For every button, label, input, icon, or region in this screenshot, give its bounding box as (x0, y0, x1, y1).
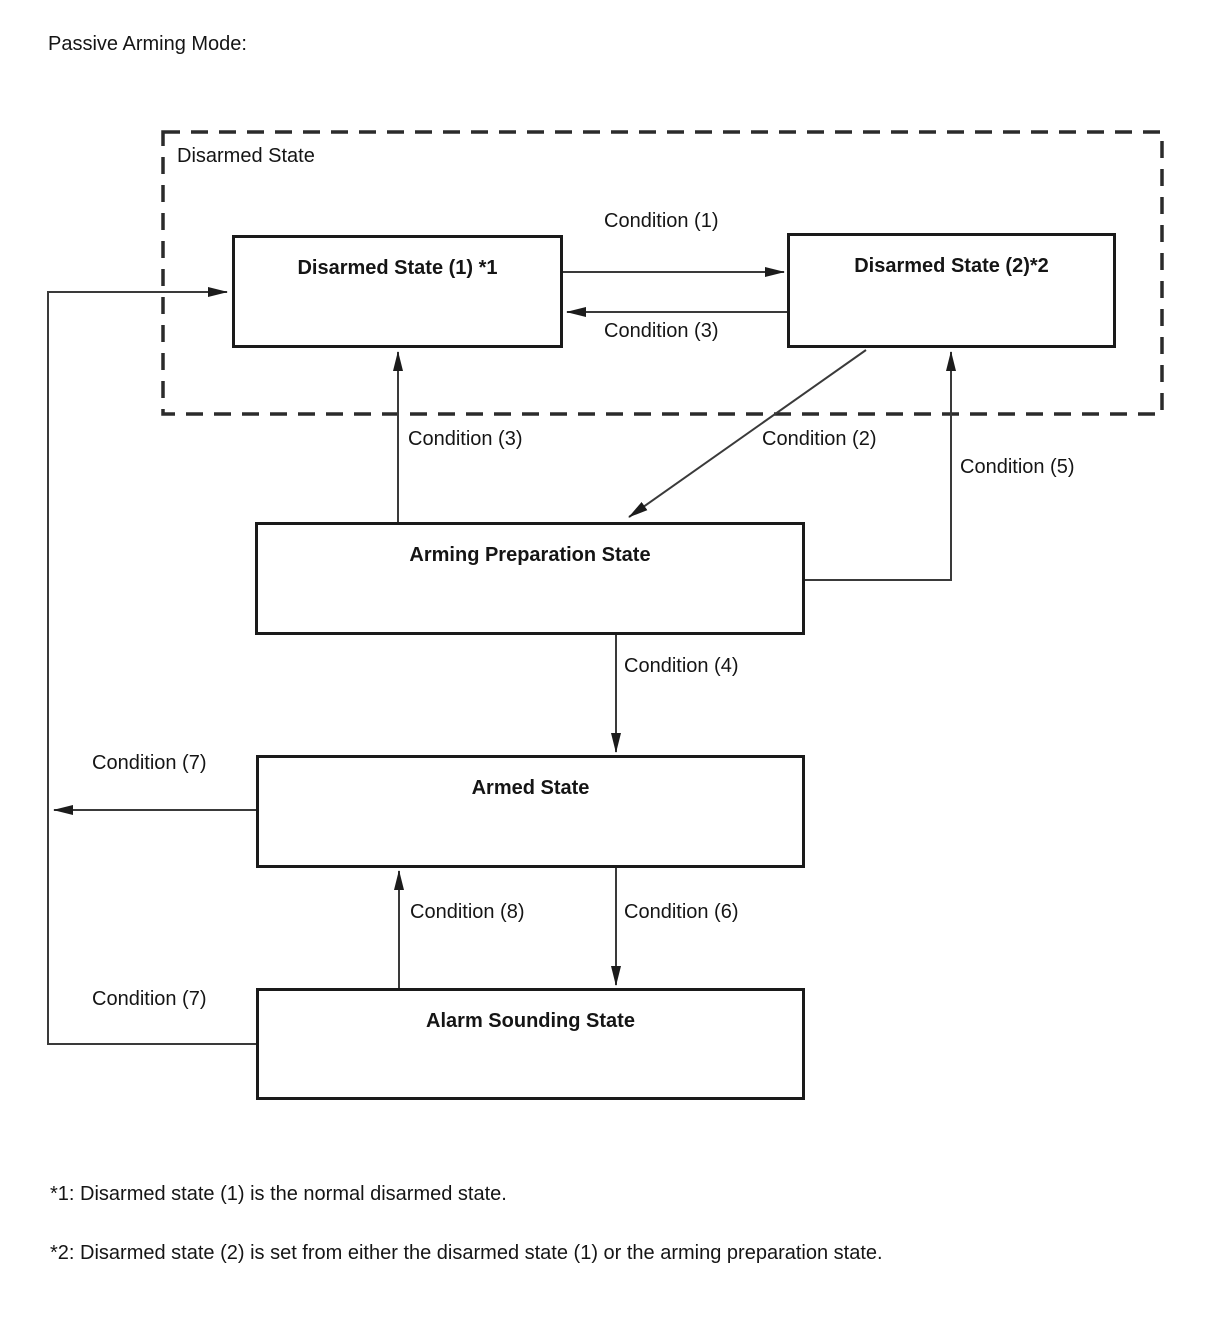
page-title: Passive Arming Mode: (48, 33, 247, 55)
edge-label-condition-7-alarm: Condition (7) (92, 988, 207, 1010)
node-label: Armed State (471, 777, 590, 799)
node-label: Alarm Sounding State (426, 1010, 635, 1032)
edge-label-condition-3-return: Condition (3) (604, 320, 719, 342)
edge-label-condition-3-up: Condition (3) (408, 428, 523, 450)
edge-label-condition-7-armed: Condition (7) (92, 752, 207, 774)
edge-label-condition-2: Condition (2) (762, 428, 877, 450)
node-label: Disarmed State (2)*2 (854, 255, 1049, 277)
edge-label-condition-8: Condition (8) (410, 901, 525, 923)
edge-label-condition-5: Condition (5) (960, 456, 1075, 478)
node-label: Disarmed State (1) *1 (297, 257, 498, 279)
node-armed-state: Armed State (256, 755, 805, 868)
edge-label-condition-1: Condition (1) (604, 210, 719, 232)
footnote-1: *1: Disarmed state (1) is the normal dis… (50, 1183, 507, 1205)
footnote-2: *2: Disarmed state (2) is set from eithe… (50, 1242, 883, 1264)
edge-condition-2 (628, 349, 867, 518)
disarmed-state-group-border (161, 130, 1164, 416)
node-arming-preparation-state: Arming Preparation State (255, 522, 805, 635)
node-label: Arming Preparation State (409, 544, 651, 566)
edge-condition-7-from-alarm (47, 287, 256, 1045)
node-disarmed-state-2: Disarmed State (2)*2 (787, 233, 1116, 348)
edge-condition-5 (805, 351, 956, 581)
edge-label-condition-4: Condition (4) (624, 655, 739, 677)
disarmed-state-group-label: Disarmed State (177, 145, 315, 167)
node-alarm-sounding-state: Alarm Sounding State (256, 988, 805, 1100)
node-disarmed-state-1: Disarmed State (1) *1 (232, 235, 563, 348)
edge-label-condition-6: Condition (6) (624, 901, 739, 923)
